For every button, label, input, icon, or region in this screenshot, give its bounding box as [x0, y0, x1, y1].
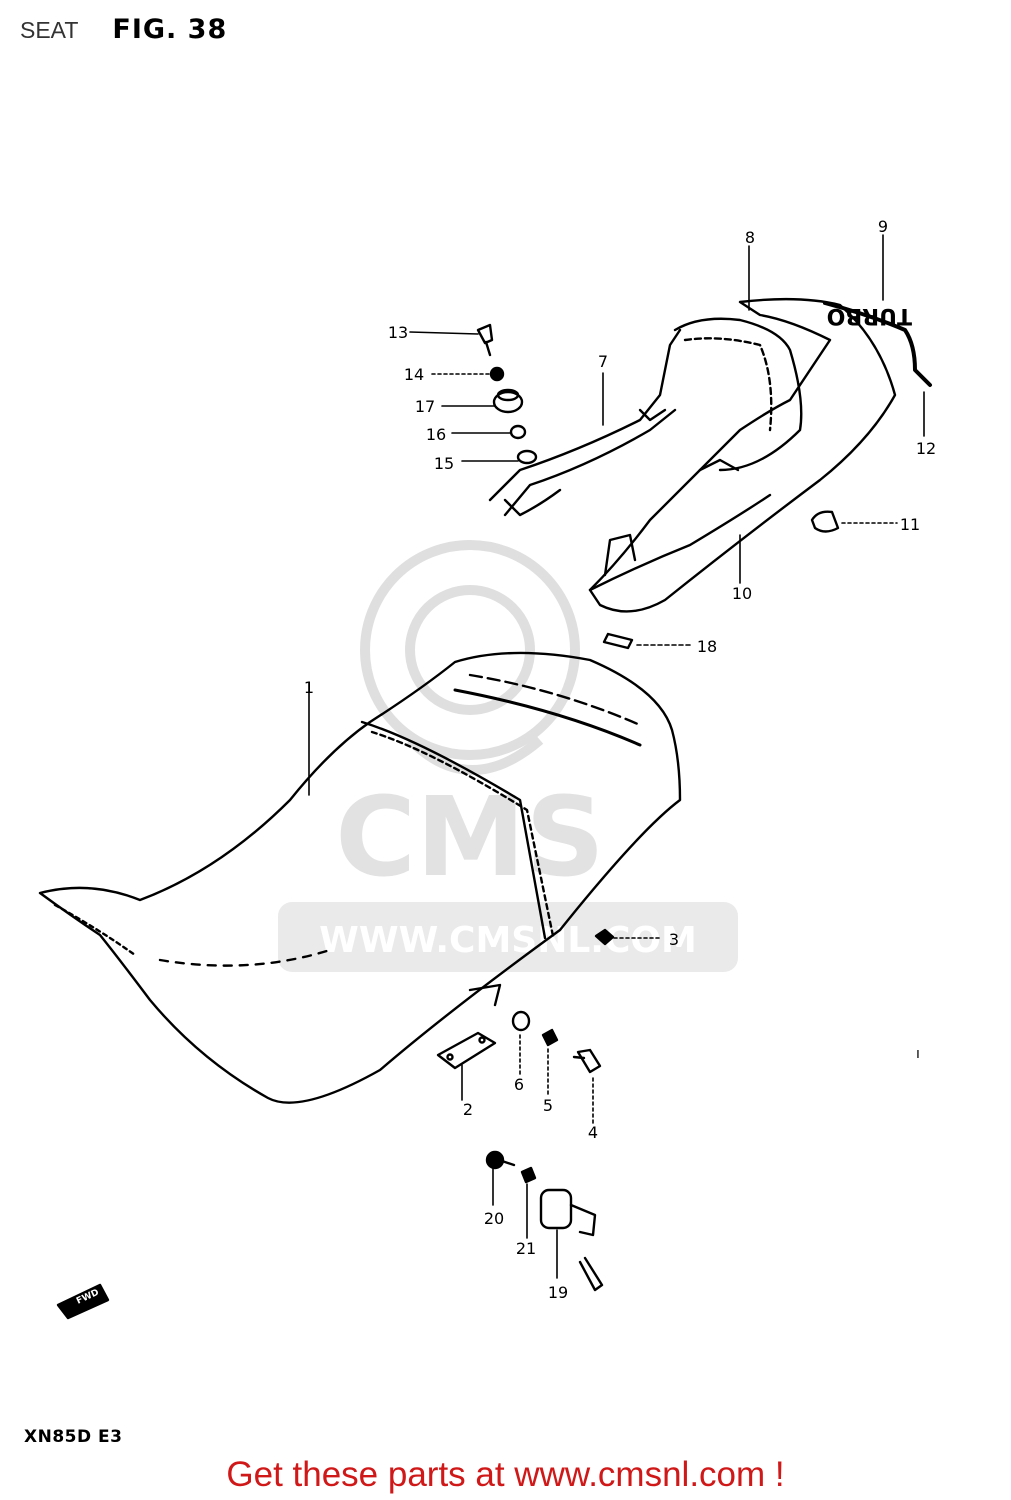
callout-16: 16 [426, 425, 446, 444]
footer-link[interactable]: Get these parts at www.cmsnl.com ! [226, 1455, 785, 1494]
callout-18: 18 [697, 637, 717, 656]
rear-cowl-part-8 [588, 297, 897, 613]
seat-part-1 [38, 651, 682, 1104]
callout-9: 9 [878, 217, 888, 236]
callout-14: 14 [404, 365, 424, 384]
callout-10: 10 [732, 584, 752, 603]
watermark [278, 540, 738, 972]
seat-frame-part-7 [488, 328, 682, 517]
callout-17: 17 [415, 397, 435, 416]
washer-part-6 [511, 1010, 531, 1032]
callout-4: 4 [588, 1123, 598, 1142]
bolt-part-4 [572, 1048, 602, 1074]
collar-part-16 [509, 424, 527, 440]
leader-lines [308, 234, 925, 1279]
grommet-part-11 [810, 510, 840, 533]
callout-12: 12 [916, 439, 936, 458]
nut-part-14 [489, 366, 505, 382]
callout-3: 3 [669, 930, 679, 949]
bolt-part-20 [485, 1150, 516, 1170]
clip-part-18 [602, 632, 634, 650]
callout-8: 8 [745, 228, 755, 247]
washer-part-15 [516, 449, 538, 465]
page-title: SEAT [20, 17, 79, 43]
watermark-brand: CMS [335, 773, 604, 901]
bolt-part-13 [476, 323, 494, 357]
nut-part-3 [594, 928, 615, 946]
callout-5: 5 [543, 1096, 553, 1115]
plate-part-2 [436, 1031, 497, 1070]
figure-number: FIG. 38 [112, 14, 228, 45]
callout-21: 21 [516, 1239, 536, 1258]
fwd-arrow-icon [56, 1283, 110, 1320]
page-header: SEAT FIG. 38 [20, 14, 227, 45]
trim-strip-part-12 [823, 301, 932, 387]
callout-6: 6 [514, 1075, 524, 1094]
frame-rail-part-10 [588, 458, 772, 592]
callout-1: 1 [304, 678, 314, 697]
nut-part-5 [541, 1028, 559, 1047]
callout-20: 20 [484, 1209, 504, 1228]
lock-set-part-19 [539, 1188, 604, 1292]
callout-7: 7 [598, 352, 608, 371]
decal-part-9: TURBO [827, 303, 912, 328]
stray-mark: ı [916, 1046, 920, 1062]
cushion-part-17 [492, 388, 524, 414]
model-code: XN85D E3 [24, 1427, 123, 1447]
callout-11: 11 [900, 515, 920, 534]
callout-19: 19 [548, 1283, 568, 1302]
callout-15: 15 [434, 454, 454, 473]
callout-2: 2 [463, 1100, 473, 1119]
callout-13: 13 [388, 323, 408, 342]
watermark-url: WWW.CMSNL.COM [319, 920, 697, 961]
washer-part-21 [520, 1166, 537, 1184]
